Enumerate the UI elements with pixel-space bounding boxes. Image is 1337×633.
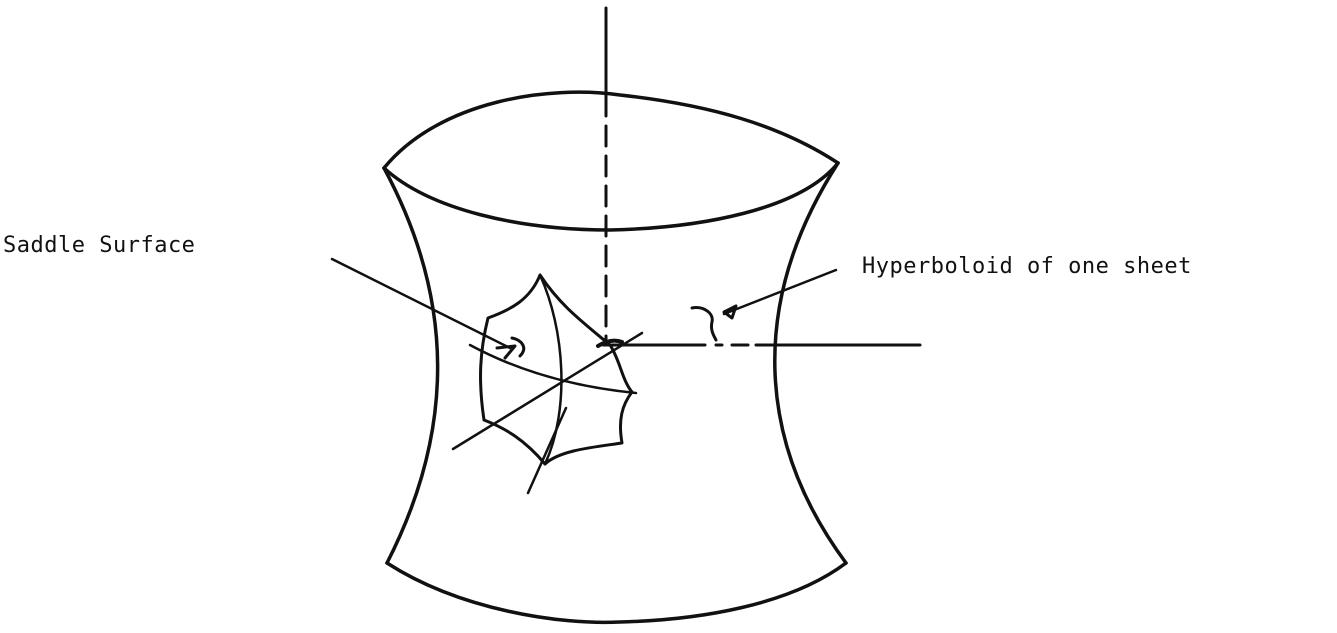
- hyperboloid-leader-hook: [690, 306, 718, 342]
- saddle-patch-outline: [479, 273, 634, 466]
- hyperboloid-surface: [382, 90, 848, 625]
- contact-point-marker: [596, 338, 624, 348]
- hyperboloid-top-ellipse-lower: [382, 161, 840, 232]
- hyperboloid-right-edge: [773, 161, 848, 565]
- saddle-patch-parallel: [468, 343, 638, 395]
- hyperboloid-top-ellipse-upper: [382, 90, 840, 170]
- hyperboloid-bottom-curve: [385, 561, 848, 625]
- hyperboloid-leader: [690, 268, 838, 342]
- hyperboloid-left-edge: [382, 166, 440, 565]
- saddle-leader: [330, 257, 526, 360]
- horizontal-axis: [596, 338, 922, 348]
- saddle-leader-arrowhead: [495, 344, 517, 360]
- saddle-patch-meridian: [538, 273, 563, 466]
- saddle-surface-patch: [451, 273, 644, 495]
- hyperboloid-leader-line: [722, 268, 838, 316]
- saddle-normal-line: [526, 406, 568, 495]
- saddle-tangent-line: [451, 331, 644, 451]
- saddle-leader-hook: [510, 336, 526, 358]
- hyperboloid-label: Hyperboloid of one sheet: [862, 254, 1192, 279]
- saddle-surface-label: Saddle Surface: [3, 233, 196, 258]
- hyperboloid-leader-arrowhead: [722, 304, 738, 320]
- saddle-leader-line: [330, 257, 512, 350]
